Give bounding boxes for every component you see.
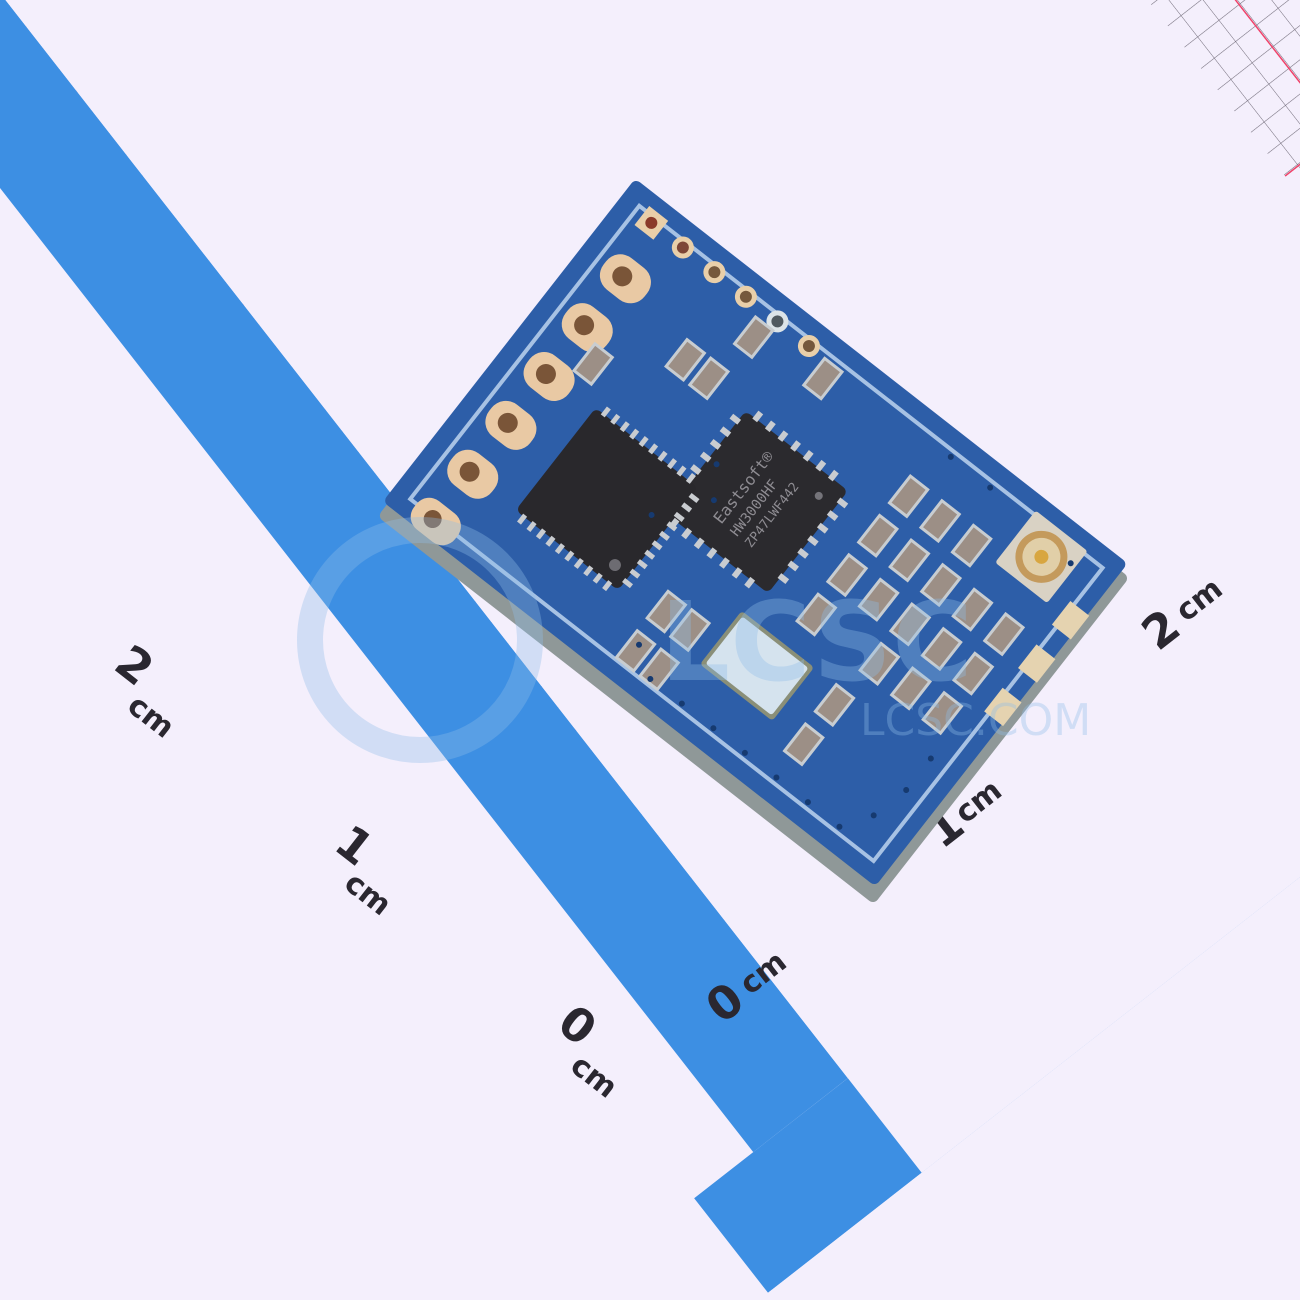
mcu-chip: [517, 406, 700, 592]
crystal-oscillator: [701, 612, 813, 720]
vias: [636, 453, 1074, 830]
watermark-subtext: LCSC.COM: [860, 695, 1091, 746]
watermark-text: LCSC: [660, 578, 973, 706]
main-chip: Eastsoft® HW3000HF ZP47LWF442: [668, 410, 849, 591]
antenna-connector: [996, 511, 1087, 602]
watermark: LCSC LCSC.COM: [297, 517, 1091, 763]
passive-components: [571, 314, 1026, 767]
rf-edge-pads: [984, 601, 1090, 727]
castellated-pins: [410, 254, 651, 546]
rf-module: Eastsoft® HW3000HF ZP47LWF442: [379, 180, 1128, 902]
header-holes: [634, 206, 820, 358]
